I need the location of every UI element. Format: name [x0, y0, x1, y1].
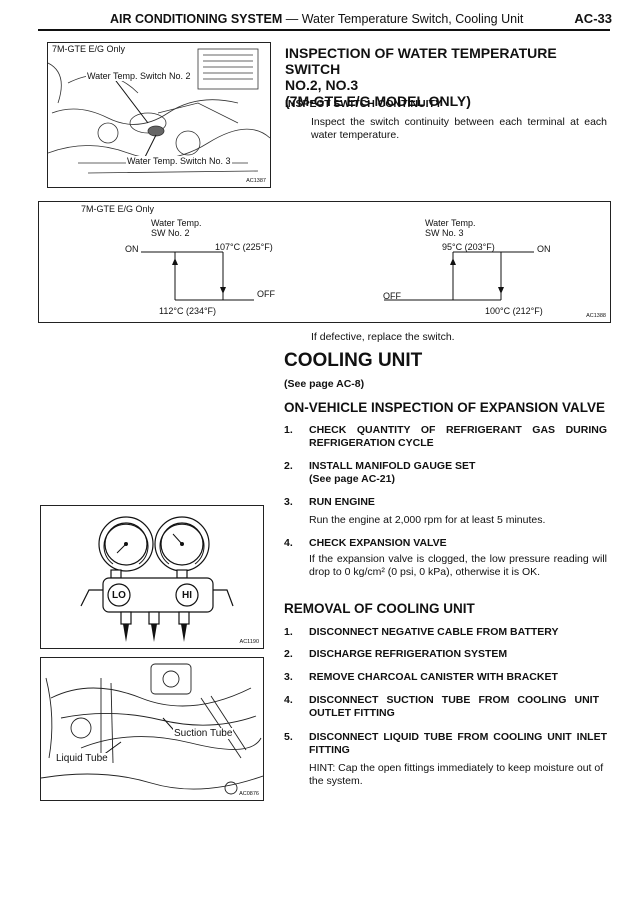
step-1-number: 1. — [284, 424, 293, 436]
step-2-subtext: (See page AC-21) — [309, 473, 395, 485]
sw2-subtitle: SW No. 2 — [151, 228, 190, 238]
header-dash: — — [285, 12, 299, 26]
tubes-figure: Suction Tube Liquid Tube AC0876 — [40, 657, 264, 801]
defective-note: If defective, replace the switch. — [311, 331, 455, 343]
sw2-up-arrow — [172, 258, 178, 265]
step-1-text: CHECK QUANTITY OF REFRIGERANT GAS DURING… — [309, 424, 607, 449]
figure1-model-label: 7M-GTE E/G Only — [51, 44, 127, 54]
figure4-code: AC0876 — [239, 791, 259, 797]
switch-location-figure: 7M-GTE E/G Only Water Temp. Switch No. 2… — [47, 42, 271, 188]
removal-5-hint: HINT: Cap the open fittings immediately … — [309, 762, 604, 787]
diagram-model-label: 7M-GTE E/G Only — [81, 204, 155, 214]
header-section: AIR CONDITIONING SYSTEM — [110, 12, 283, 26]
header-subtitle: Water Temperature Switch, Cooling Unit — [301, 12, 524, 26]
inspection-title-line1: INSPECTION OF WATER TEMPERATURE SWITCH — [285, 45, 557, 77]
step-3-text: RUN ENGINE — [309, 496, 375, 508]
removal-title: REMOVAL OF COOLING UNIT — [284, 601, 475, 616]
removal-3-text: REMOVE CHARCOAL CANISTER WITH BRACKET — [309, 671, 558, 683]
removal-5-number: 5. — [284, 731, 293, 743]
header-rule — [38, 29, 610, 31]
step-4-text: CHECK EXPANSION VALVE — [309, 537, 447, 549]
removal-4-number: 4. — [284, 694, 293, 706]
header-title: AIR CONDITIONING SYSTEM — Water Temperat… — [110, 12, 523, 26]
sw2-up-temp: 107°C (225°F) — [215, 242, 273, 252]
sw2-title: Water Temp. — [151, 218, 202, 228]
hi-label: HI — [182, 590, 192, 601]
lo-label: LO — [112, 590, 126, 601]
removal-4-text: DISCONNECT SUCTION TUBE FROM COOLING UNI… — [309, 694, 599, 719]
step-4-number: 4. — [284, 537, 293, 549]
removal-1-number: 1. — [284, 626, 293, 638]
sw2-off-label: OFF — [257, 289, 275, 299]
manifold-gauge-figure: LO HI AC1190 — [40, 505, 264, 649]
page-number: AC-33 — [574, 11, 612, 26]
continuity-lines — [141, 251, 534, 301]
label-water-temp-switch-2: Water Temp. Switch No. 2 — [86, 71, 192, 81]
label-suction-tube: Suction Tube — [173, 728, 234, 739]
sw2-on-label: ON — [125, 244, 139, 254]
removal-3-number: 3. — [284, 671, 293, 683]
inspection-title-line3: (7M-GTE E/G MODEL ONLY) — [285, 93, 471, 109]
step-3-number: 3. — [284, 496, 293, 508]
label-water-temp-switch-3: Water Temp. Switch No. 3 — [126, 156, 232, 166]
sw3-up-temp: 95°C (203°F) — [442, 242, 495, 252]
engine-illustration — [48, 48, 270, 174]
step-3-body: Run the engine at 2,000 rpm for at least… — [309, 514, 546, 526]
sw3-up-arrow — [450, 258, 456, 265]
sw3-down-arrow — [498, 287, 504, 294]
sw3-off-label: OFF — [383, 291, 401, 301]
inspection-title: INSPECTION OF WATER TEMPERATURE SWITCH N… — [285, 45, 610, 109]
cooling-see-page: (See page AC-8) — [284, 378, 365, 390]
removal-2-number: 2. — [284, 648, 293, 660]
inspect-continuity-body: Inspect the switch continuity between ea… — [311, 116, 607, 141]
step-4-body: If the expansion valve is clogged, the l… — [309, 553, 607, 578]
manifold-gauge-illustration — [80, 516, 234, 642]
step-2-text: INSTALL MANIFOLD GAUGE SET — [309, 460, 476, 472]
tubes-illustration — [41, 663, 263, 795]
removal-2-text: DISCHARGE REFRIGERATION SYSTEM — [309, 648, 508, 660]
cooling-unit-title: COOLING UNIT — [284, 350, 423, 371]
figure3-code: AC1190 — [239, 639, 259, 645]
step-2-number: 2. — [284, 460, 293, 472]
inspection-title-line2: NO.2, NO.3 — [285, 77, 359, 93]
removal-1-text: DISCONNECT NEGATIVE CABLE FROM BATTERY — [309, 626, 559, 638]
sw3-title: Water Temp. — [425, 218, 476, 228]
sw3-on-label: ON — [537, 244, 551, 254]
sw2-down-temp: 112°C (234°F) — [159, 306, 217, 316]
onvehicle-title: ON-VEHICLE INSPECTION OF EXPANSION VALVE — [284, 400, 606, 415]
label-liquid-tube: Liquid Tube — [55, 753, 109, 764]
figure1-code: AC1387 — [246, 178, 266, 184]
removal-5-text: DISCONNECT LIQUID TUBE FROM COOLING UNIT… — [309, 731, 607, 756]
sw3-down-temp: 100°C (212°F) — [485, 306, 543, 316]
sw3-subtitle: SW No. 3 — [425, 228, 464, 238]
continuity-diagram: 7M-GTE E/G Only Water Temp. SW No. 2 ON … — [38, 201, 611, 323]
inspect-continuity-heading: INSPECT SWITCH CONTINUITY — [285, 98, 442, 110]
diagram-code: AC1388 — [586, 313, 606, 319]
sw2-down-arrow — [220, 287, 226, 294]
